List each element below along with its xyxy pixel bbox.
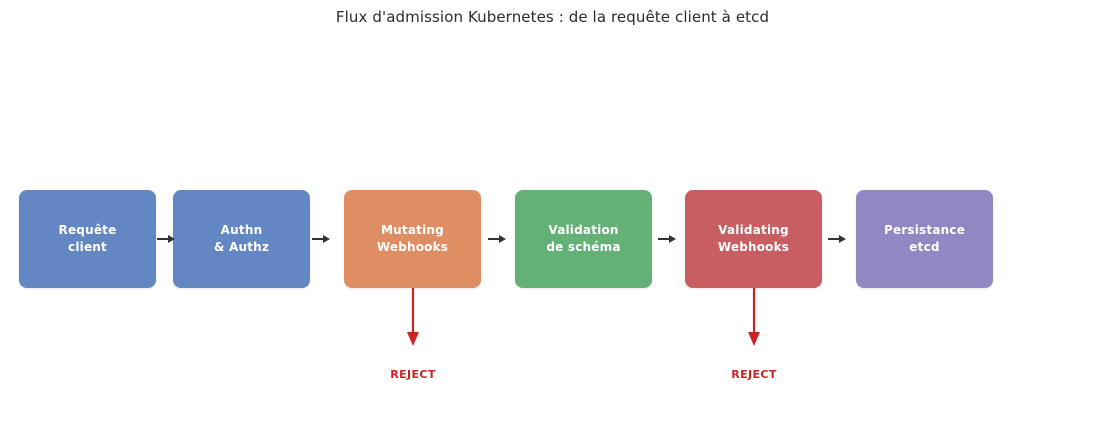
stage-box-mutating-webhooks[interactable]: Mutating Webhooks [344, 190, 481, 288]
reject-arrow-icon [393, 288, 433, 348]
stage-label: Validating Webhooks [717, 223, 790, 254]
stage-box-requete-client[interactable]: Requête client [19, 190, 156, 288]
flow-arrow-icon [658, 231, 676, 247]
stage-label: Mutating Webhooks [376, 223, 449, 254]
flow-arrow-icon [312, 231, 330, 247]
stage-box-validation-schema[interactable]: Validation de schéma [515, 190, 652, 288]
page-title: Flux d'admission Kubernetes : de la requ… [335, 8, 770, 26]
reject-label: REJECT [390, 368, 436, 381]
stage-label: Persistance etcd [883, 223, 966, 254]
reject-label: REJECT [731, 368, 777, 381]
stage-label: Authn & Authz [213, 223, 270, 254]
stage-label: Validation de schéma [546, 223, 621, 254]
flow-arrow-icon [828, 231, 846, 247]
flow-arrow-icon [488, 231, 506, 247]
reject-arrow-icon [734, 288, 774, 348]
stage-box-authn-authz[interactable]: Authn & Authz [173, 190, 310, 288]
flow-arrow-icon [157, 231, 175, 247]
stage-box-persistance-etcd[interactable]: Persistance etcd [856, 190, 993, 288]
stage-box-validating-webhooks[interactable]: Validating Webhooks [685, 190, 822, 288]
stage-label: Requête client [58, 223, 117, 254]
